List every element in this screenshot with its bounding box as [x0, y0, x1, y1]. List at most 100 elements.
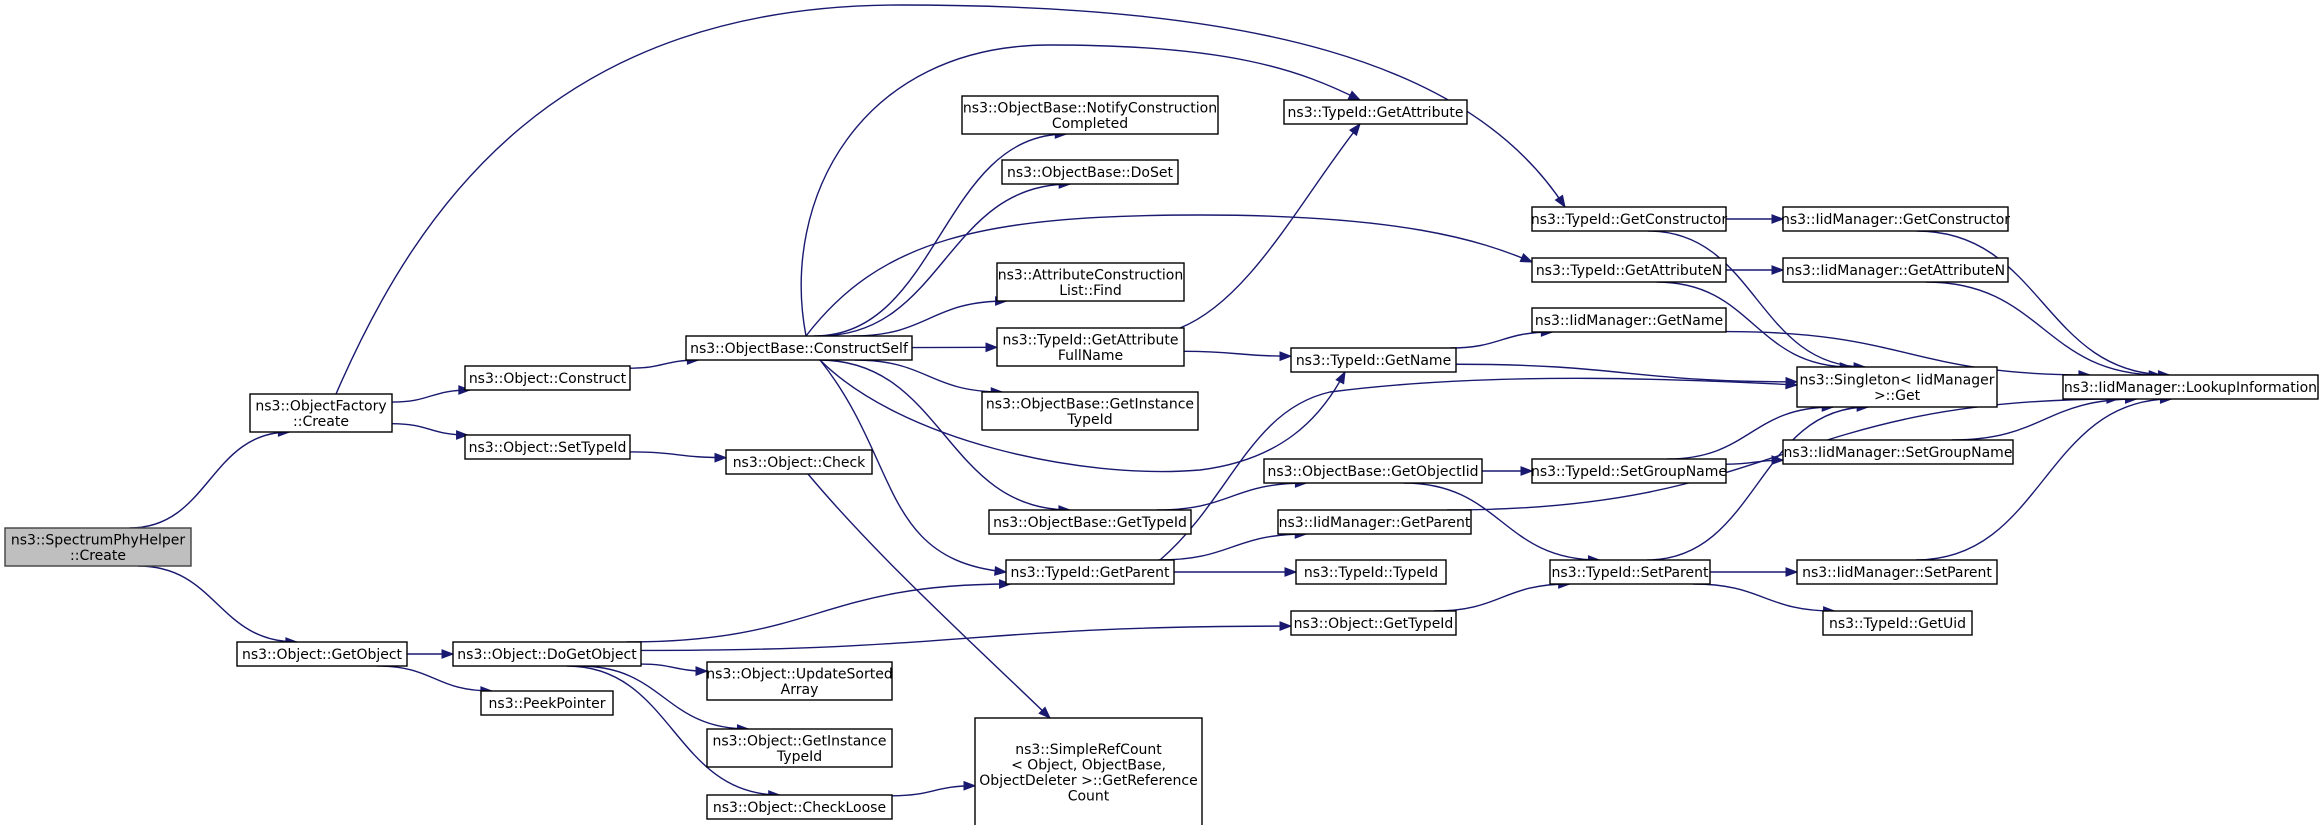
arrowhead — [1520, 466, 1534, 476]
node-tid-getattributen[interactable]: ns3::TypeId::GetAttributeN — [1531, 257, 1727, 283]
node-obj-check[interactable]: ns3::Object::Check — [725, 449, 873, 475]
node-tid-getattribute[interactable]: ns3::TypeId::GetAttribute — [1283, 99, 1468, 125]
node-of-create[interactable]: ns3::ObjectFactory::Create — [249, 393, 393, 433]
arrowhead — [456, 430, 469, 440]
node-tid-getparent[interactable]: ns3::TypeId::GetParent — [1005, 559, 1175, 585]
arrowhead — [714, 452, 728, 463]
edge-line — [579, 665, 749, 730]
node-label: ns3::Object::GetTypeId — [1294, 616, 1454, 632]
node-label: ::Create — [293, 414, 349, 430]
edge-line — [1179, 123, 1361, 329]
node-label: ns3::TypeId::GetName — [1296, 353, 1451, 369]
node-iid-setparent[interactable]: ns3::IidManager::SetParent — [1796, 559, 1998, 585]
edge-obj_check-to-simplerefcount — [807, 473, 1052, 719]
edge-line — [805, 214, 1533, 337]
node-ob-gettypeid[interactable]: ns3::ObjectBase::GetTypeId — [988, 509, 1192, 535]
node-label: ns3::Object::UpdateSorted — [706, 666, 892, 682]
nodes-layer: ns3::SpectrumPhyHelper::Createns3::Objec… — [4, 95, 2319, 825]
node-label: ObjectDeleter >::GetReference — [979, 773, 1197, 789]
node-obj-getobject[interactable]: ns3::Object::GetObject — [236, 641, 408, 667]
node-tid-getconstructor[interactable]: ns3::TypeId::GetConstructor — [1531, 206, 1727, 232]
edge-line — [1925, 281, 2161, 376]
node-iid-getconstructor[interactable]: ns3::IidManager::GetConstructor — [1781, 206, 2010, 232]
arrowhead — [1785, 567, 1799, 577]
node-label: ns3::Object::DoGetObject — [457, 647, 637, 663]
edge-root-to-obj_getobject — [137, 565, 299, 647]
node-ob-constructself[interactable]: ns3::ObjectBase::ConstructSelf — [685, 335, 913, 361]
node-iid-setgroupname[interactable]: ns3::IidManager::SetGroupName — [1782, 439, 2014, 465]
node-label: < Object, ObjectBase, — [1011, 757, 1166, 773]
node-ob-doset[interactable]: ns3::ObjectBase::DoSet — [1001, 159, 1179, 185]
node-singleton-get[interactable]: ns3::Singleton< IidManager >::Get — [1796, 366, 1998, 408]
node-box — [480, 690, 614, 716]
node-tid-setparent[interactable]: ns3::TypeId::SetParent — [1549, 559, 1711, 585]
edge-line — [1667, 406, 1834, 460]
node-label: List::Find — [1059, 283, 1122, 299]
node-box — [974, 717, 1203, 825]
edge-obj_getobject-to-peekpointer — [377, 665, 494, 696]
arrowhead — [1335, 370, 1346, 385]
node-label: ns3::PeekPointer — [489, 696, 606, 712]
edge-line — [137, 565, 297, 643]
arrowhead — [1284, 567, 1298, 577]
node-label: ns3::IidManager::LookupInformation — [2064, 380, 2317, 396]
node-box — [1796, 366, 1998, 408]
node-box — [1290, 610, 1457, 636]
node-box — [1822, 610, 1973, 636]
edge-line — [1403, 482, 1600, 561]
node-obj-checkloose[interactable]: ns3::Object::CheckLoose — [706, 794, 893, 820]
node-label: ns3::SpectrumPhyHelper — [11, 532, 185, 548]
node-obj-settypeid[interactable]: ns3::Object::SetTypeId — [464, 434, 631, 460]
edge-obj_checkloose-to-simplerefcount — [891, 780, 977, 797]
node-box — [1263, 458, 1483, 484]
node-simplerefcount[interactable]: ns3::SimpleRefCount< Object, ObjectBase,… — [974, 717, 1203, 825]
node-box — [1796, 559, 1998, 585]
node-label: ns3::AttributeConstruction — [998, 267, 1183, 283]
arrowhead — [1771, 265, 1785, 275]
node-tid-getuid[interactable]: ns3::TypeId::GetUid — [1822, 610, 1973, 636]
node-label: ns3::Object::SetTypeId — [469, 440, 627, 456]
node-tid-getname[interactable]: ns3::TypeId::GetName — [1290, 347, 1457, 373]
node-label: Count — [1068, 788, 1110, 804]
node-label: Completed — [1052, 116, 1128, 132]
edge-ob_getobjectiid-to-tid_setgroupname — [1482, 466, 1534, 476]
edge-line — [1648, 230, 1866, 368]
node-box — [706, 661, 893, 701]
node-obj-gettypeid[interactable]: ns3::Object::GetTypeId — [1290, 610, 1457, 636]
node-box — [996, 262, 1185, 302]
edge-line — [854, 359, 1003, 393]
node-label: FullName — [1058, 348, 1123, 364]
node-label: ns3::ObjectBase::DoSet — [1007, 165, 1173, 181]
node-tid-setgroupname[interactable]: ns3::TypeId::SetGroupName — [1531, 458, 1727, 484]
node-iid-getname[interactable]: ns3::IidManager::GetName — [1531, 307, 1727, 333]
node-label: ns3::TypeId::TypeId — [1304, 565, 1438, 581]
node-root: ns3::SpectrumPhyHelper::Create — [4, 527, 192, 567]
node-box — [725, 449, 873, 475]
edge-tid_getattrfullname-to-tid_getattribute — [1179, 122, 1361, 329]
node-iid-getparent[interactable]: ns3::IidManager::GetParent — [1277, 509, 1472, 535]
node-obj-construct[interactable]: ns3::Object::Construct — [464, 365, 631, 391]
node-peekpointer[interactable]: ns3::PeekPointer — [480, 690, 614, 716]
edge-of_create-to-obj_construct — [391, 385, 472, 403]
edge-of_create-to-obj_settypeid — [391, 422, 469, 440]
node-tid-typeid[interactable]: ns3::TypeId::TypeId — [1295, 559, 1447, 585]
node-obj-dogetobject[interactable]: ns3::Object::DoGetObject — [452, 641, 642, 667]
edge-line — [129, 431, 290, 529]
node-iid-getattributen[interactable]: ns3::IidManager::GetAttributeN — [1782, 257, 2009, 283]
node-ob-notify[interactable]: ns3::ObjectBase::NotifyConstructionCompl… — [961, 95, 1219, 135]
node-box — [464, 434, 631, 460]
edge-tid_getconstructor-to-singleton_get — [1648, 230, 1867, 372]
arrowhead — [1038, 706, 1052, 719]
edge-line — [891, 785, 976, 797]
arrowhead — [1279, 621, 1293, 632]
edge-line — [629, 451, 727, 459]
node-box — [236, 641, 408, 667]
node-iid-lookup[interactable]: ns3::IidManager::LookupInformation — [2062, 374, 2319, 400]
node-ob-getobjectiid[interactable]: ns3::ObjectBase::GetObjectIid — [1263, 458, 1483, 484]
